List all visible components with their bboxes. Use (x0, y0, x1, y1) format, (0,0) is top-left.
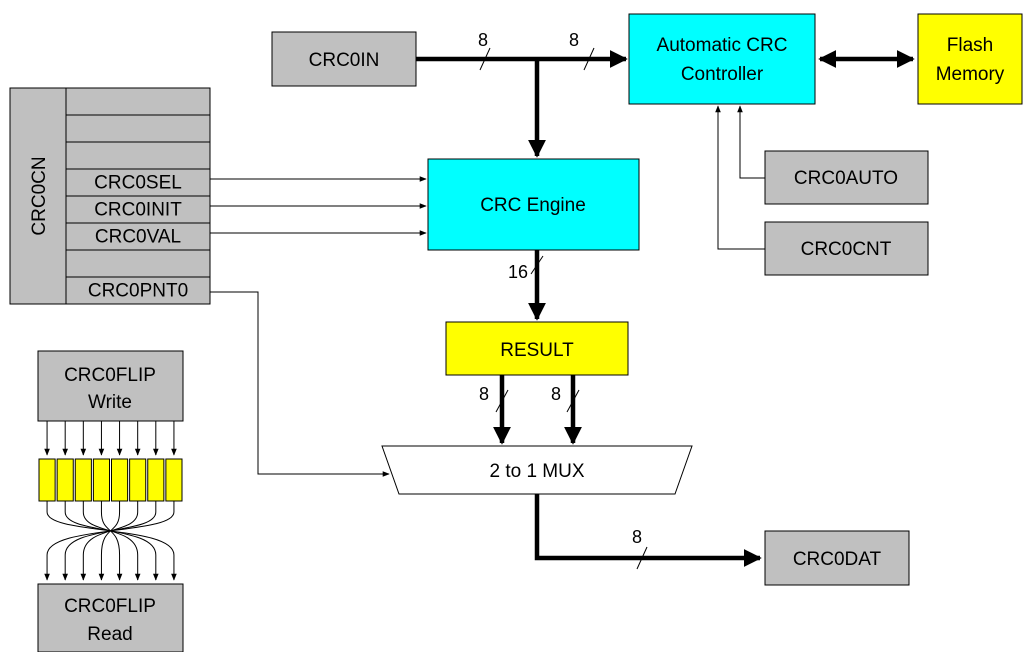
crc0pnt0-to-mux (210, 291, 390, 477)
bus-width-controller: 8 (569, 30, 579, 50)
crc0cnt-block: CRC0CNT (764, 221, 929, 276)
crc0cn-bit-row (65, 114, 211, 143)
crc0in-block: CRC0IN (271, 31, 417, 87)
flip-reverse-wire (82, 501, 141, 581)
flash-label-line2: Memory (936, 64, 1005, 85)
flash-memory-block: Flash Memory (917, 13, 1023, 105)
bus-width-mux-out: 8 (632, 527, 642, 547)
controller-label-line1: Automatic CRC (657, 35, 788, 56)
flash-label-line1: Flash (947, 35, 993, 56)
flip-reverse-wire (80, 501, 139, 581)
bus-width-engine-out: 16 (508, 262, 528, 282)
bus-width-labels: 8 8 16 8 8 8 (478, 30, 642, 547)
crc0cn-bit-label: CRC0VAL (95, 227, 181, 248)
crc0flip-read-block: CRC0FLIP Read (37, 583, 184, 652)
crc0cn-title: CRC0CN (29, 156, 50, 235)
crc0dat-box (764, 530, 910, 586)
crc0auto-label: CRC0AUTO (794, 168, 898, 189)
flip-bit-cell (111, 458, 129, 502)
bus-width-crc0in: 8 (478, 30, 488, 50)
crc0auto-to-controller (737, 105, 765, 179)
crc-engine-block: CRC Engine (427, 158, 640, 251)
crc0cnt-to-controller (715, 105, 765, 250)
connections (210, 47, 915, 570)
crc0cn-bit-label: CRC0INIT (94, 200, 182, 221)
crc0cn-bit-row (65, 87, 211, 116)
crc0flip-read-box (37, 583, 184, 652)
flip-reverse-wire (62, 501, 157, 581)
mux-label: 2 to 1 MUX (489, 461, 584, 482)
flip-reverse-wire (100, 501, 123, 581)
crc0cn-bit-row (65, 168, 211, 197)
flip-reverse-wire (98, 501, 121, 581)
flip-bit-cell (165, 458, 183, 502)
crc0flip-write-block: CRC0FLIP Write (37, 350, 184, 422)
result-block: RESULT (445, 321, 629, 376)
crc0auto-box (764, 150, 929, 205)
result-label: RESULT (500, 340, 574, 361)
flip-reverse-wire (46, 501, 177, 581)
crc0cn-bit-row (65, 195, 211, 224)
crc0flip-write-label-line1: CRC0FLIP (64, 365, 156, 386)
crc0dat-block: CRC0DAT (764, 530, 910, 586)
flip-bit-cell (92, 458, 110, 502)
crc0flip-read-label-line2: Read (87, 624, 132, 645)
controller-box (628, 13, 816, 105)
flip-bit-cell (56, 458, 74, 502)
mux-shape (381, 445, 693, 495)
bus-width-result-high: 8 (551, 384, 561, 404)
crc0cn-register: CRC0CN CRC0SEL CRC0INIT CRC0VAL CRC0PNT0 (9, 87, 211, 305)
crc0cn-bit-label: CRC0PNT0 (88, 281, 188, 302)
crc0dat-label: CRC0DAT (793, 549, 882, 570)
crc0cn-bit-row (65, 141, 211, 170)
flip-bit-cell (147, 458, 165, 502)
crc0cn-bit-row (65, 249, 211, 278)
flip-bit-cell (129, 458, 147, 502)
result-box (445, 321, 629, 376)
crc0in-label: CRC0IN (309, 50, 380, 71)
crc0auto-block: CRC0AUTO (764, 150, 929, 205)
bus-width-result-low: 8 (479, 384, 489, 404)
crc-engine-box (427, 158, 640, 251)
crc0flip-read-label-line1: CRC0FLIP (64, 596, 156, 617)
crc0flip-write-box (37, 350, 184, 422)
crc-engine-label: CRC Engine (480, 195, 586, 216)
crc0cnt-box (764, 221, 929, 276)
flip-reverse-wire (44, 501, 175, 581)
crc0flip-write-label-line2: Write (88, 392, 132, 413)
crc0cn-bit-label: CRC0SEL (94, 173, 182, 194)
crc0flip-bit-reversal-network (38, 421, 183, 581)
crc0cn-bit-row (65, 276, 211, 305)
mux-block: 2 to 1 MUX (381, 445, 693, 495)
flip-reverse-wire (64, 501, 159, 581)
flip-bit-cell (38, 458, 56, 502)
flash-box (917, 13, 1023, 105)
automatic-crc-controller-block: Automatic CRC Controller (628, 13, 816, 105)
mux-to-crc0dat (534, 494, 762, 567)
crc0in-box (271, 31, 417, 87)
flip-bit-cell (74, 458, 92, 502)
crc0cnt-label: CRC0CNT (801, 239, 892, 260)
controller-label-line2: Controller (681, 64, 764, 85)
